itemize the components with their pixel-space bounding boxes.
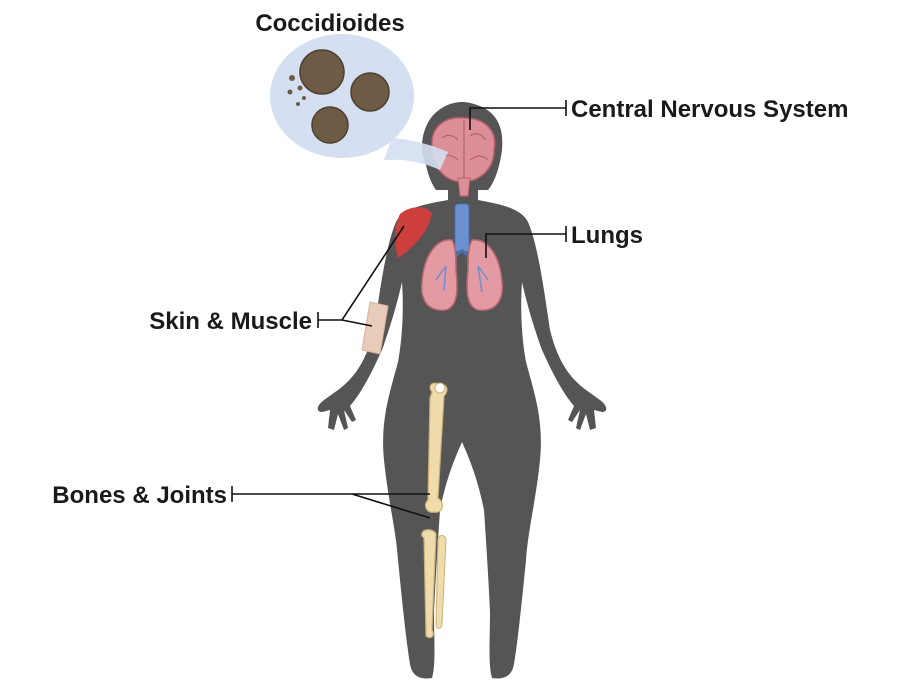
fibula-bone-icon (436, 536, 446, 629)
lungs-label: Lungs (571, 222, 643, 249)
skin-muscle-label: Skin & Muscle (149, 308, 312, 335)
cns-label: Central Nervous System (571, 96, 848, 123)
bones-joints-label: Bones & Joints (52, 482, 227, 509)
skin-patch-icon (362, 302, 388, 354)
coccidioides-callout (270, 34, 448, 170)
pathogen-label: Coccidioides (255, 10, 404, 37)
